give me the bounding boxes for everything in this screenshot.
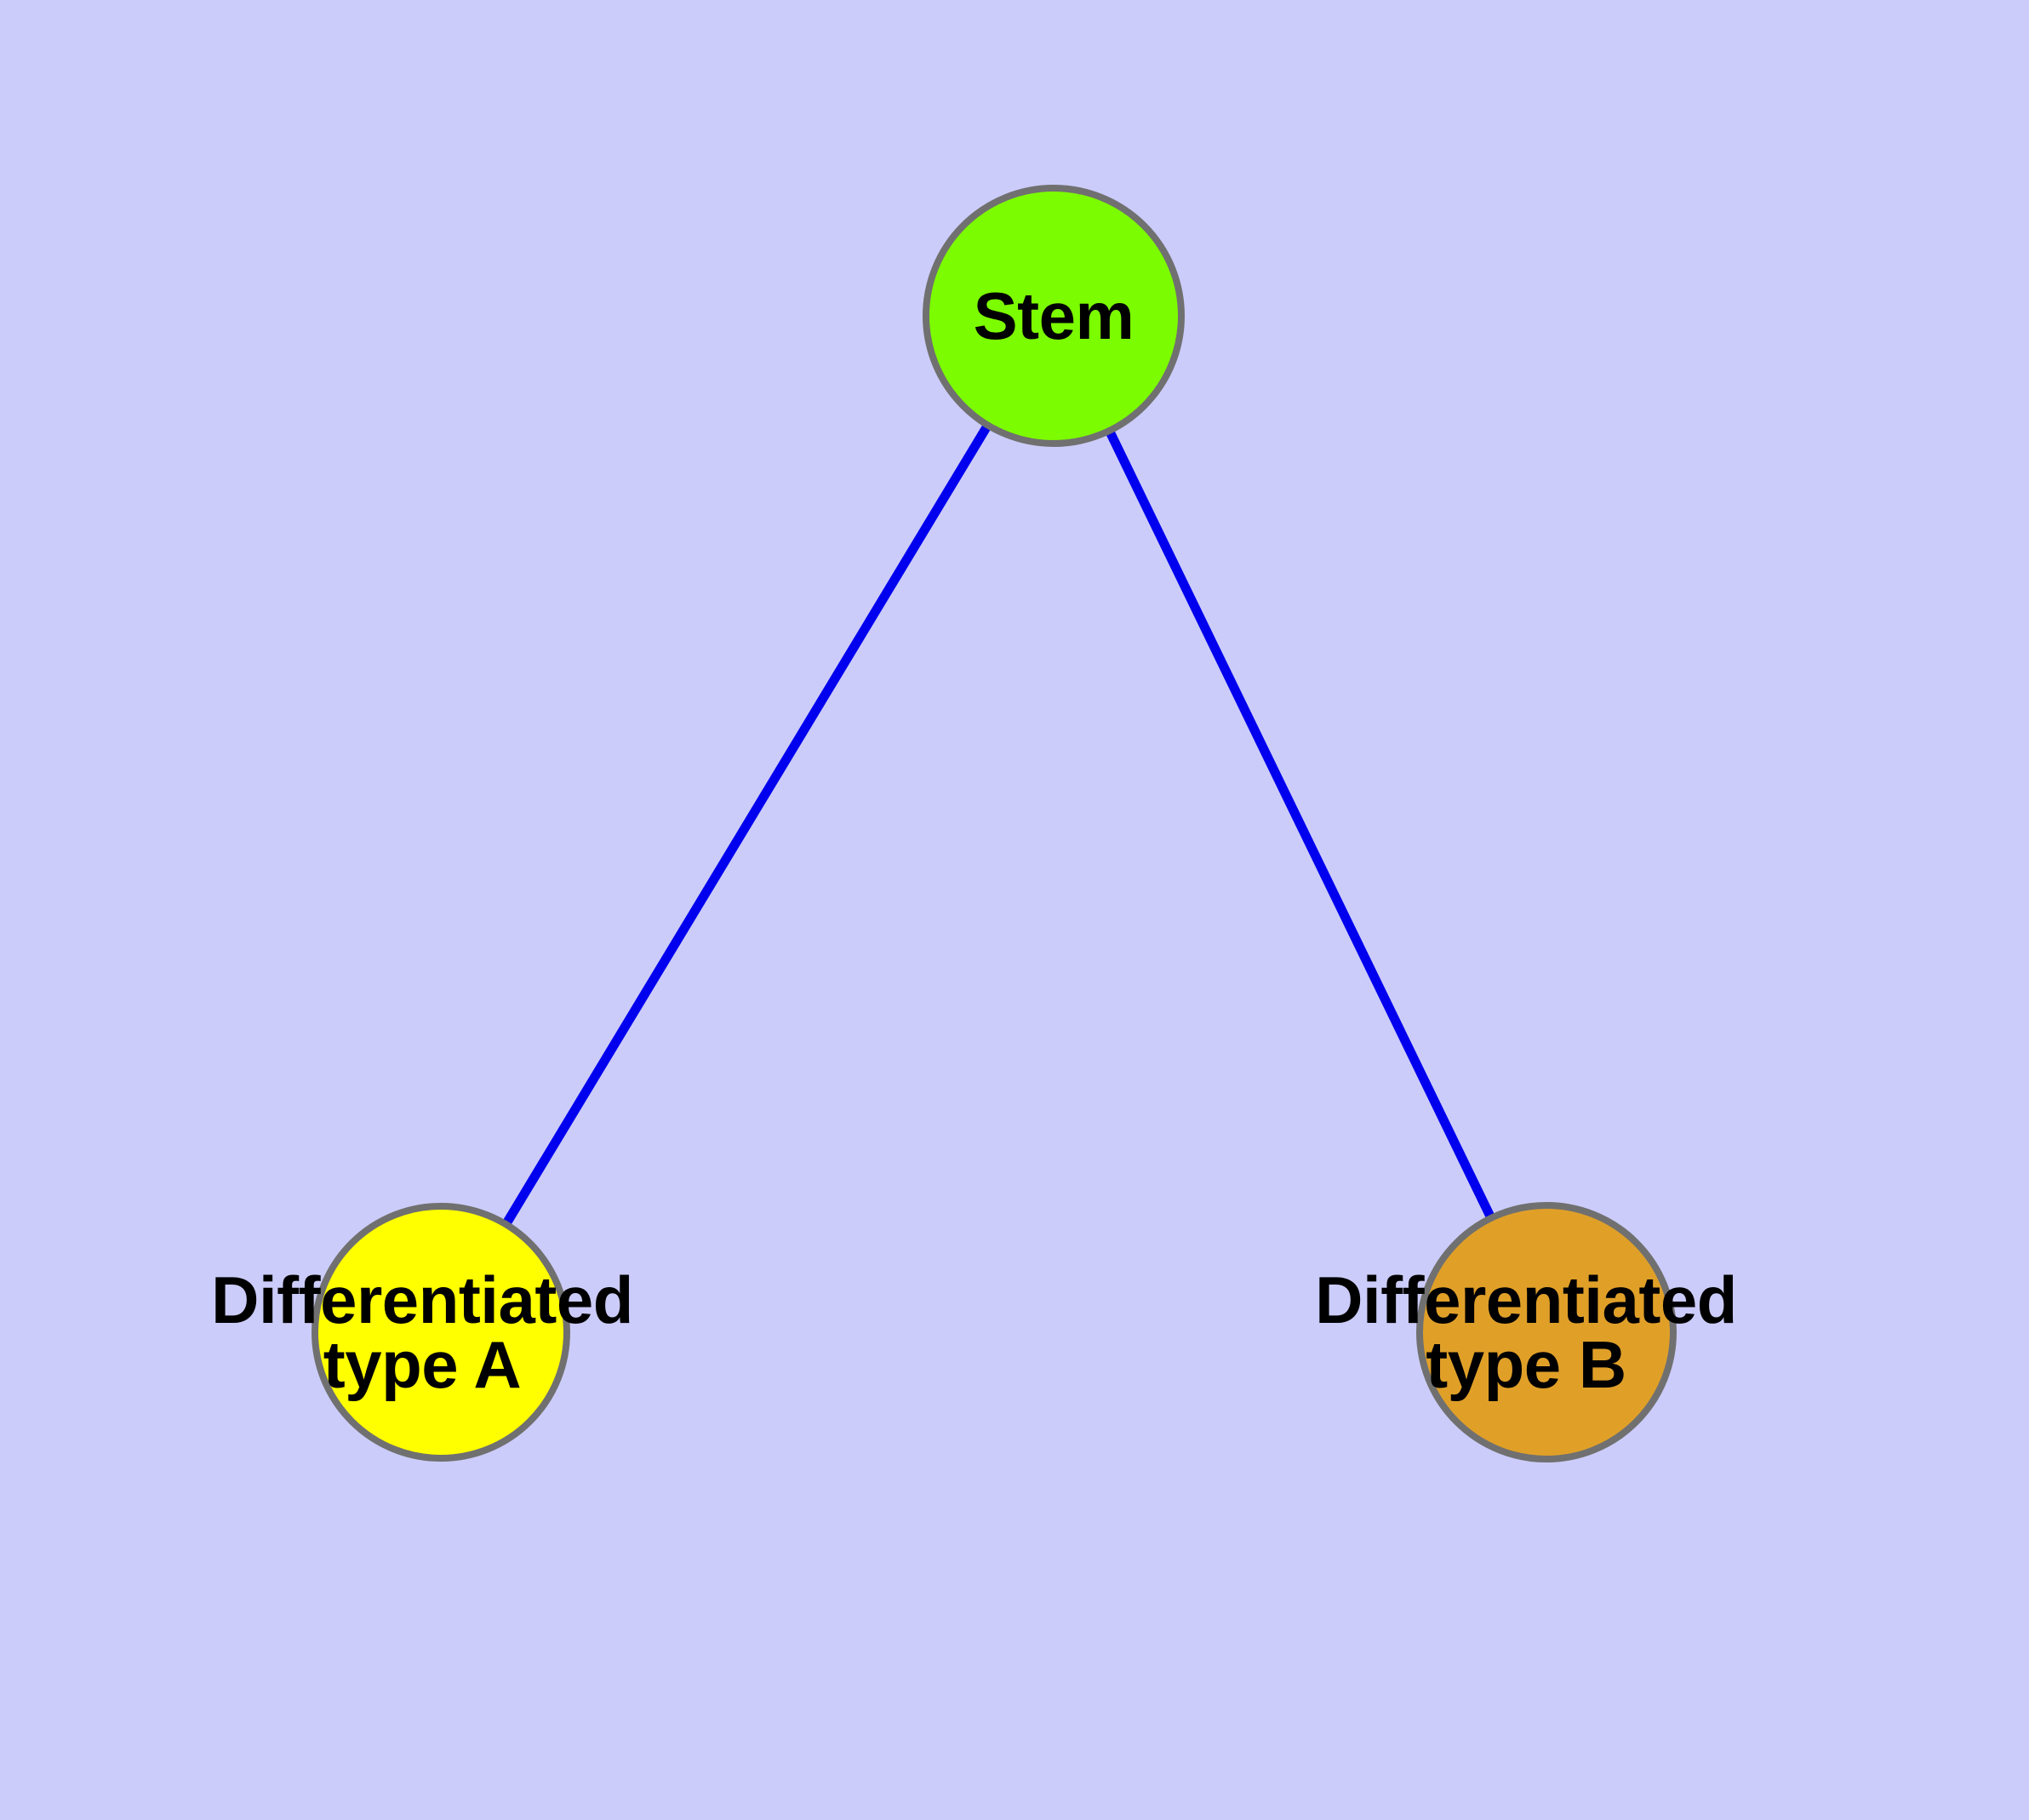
node-circle-diff-a[interactable] bbox=[311, 1203, 570, 1462]
edge-stem-to-diff-b[interactable] bbox=[1049, 313, 1551, 1335]
node-circle-stem[interactable] bbox=[923, 185, 1185, 447]
edge-stem-to-diff-a[interactable] bbox=[437, 313, 1058, 1335]
node-circle-diff-b[interactable] bbox=[1416, 1202, 1677, 1462]
node-layer bbox=[311, 185, 1677, 1462]
edge-layer bbox=[437, 313, 1551, 1335]
